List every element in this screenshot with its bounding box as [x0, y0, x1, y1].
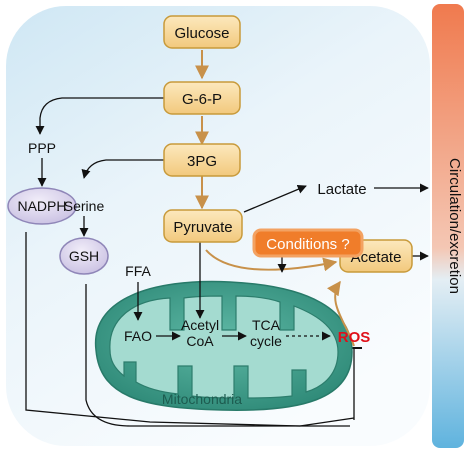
nadph-label: NADPH: [17, 198, 66, 214]
acetyl-label: Acetyl: [181, 317, 219, 333]
nadph-node: NADPH: [7, 187, 77, 225]
gsh-feedback-line: [85, 284, 350, 427]
conditions-label: Conditions ?: [266, 236, 349, 253]
ffa-label: FFA: [125, 263, 151, 279]
pyruvate-node: Pyruvate: [163, 209, 243, 243]
arrow-pyruvate-lactate: [243, 184, 307, 213]
arrow-g6p-ppp: [35, 97, 164, 135]
acetate-label: Acetate: [351, 249, 402, 266]
gsh-label: GSH: [69, 248, 99, 264]
conditions-node: Conditions ?: [252, 228, 364, 258]
ros-label: ROS: [338, 329, 371, 346]
arrow-3pg-serine: [81, 159, 164, 179]
g6p-node: G-6-P: [163, 81, 241, 115]
mitochondria-label: Mitochondria: [162, 391, 242, 407]
circulation-label: Circulation/excretion: [446, 158, 463, 294]
glucose-node: Glucose: [163, 15, 241, 49]
circulation-bar: [432, 4, 464, 448]
pyruvate-label: Pyruvate: [173, 219, 232, 236]
cycle-label: cycle: [250, 333, 282, 349]
coa-label: CoA: [186, 333, 214, 349]
arrow-ros-acetate: [327, 280, 355, 347]
ppp-label: PPP: [28, 140, 56, 156]
arrow-pyruvate-acetate: [205, 249, 338, 272]
mitochondrion: Mitochondria: [94, 280, 353, 411]
nadph-feedback-line: [25, 232, 355, 427]
3pg-label: 3PG: [187, 153, 217, 170]
3pg-node: 3PG: [163, 143, 241, 177]
lactate-label: Lactate: [317, 181, 366, 198]
g6p-label: G-6-P: [182, 91, 222, 108]
fao-label: FAO: [124, 328, 152, 344]
serine-label: Serine: [64, 198, 105, 214]
glucose-label: Glucose: [174, 25, 229, 42]
gsh-node: GSH: [59, 237, 109, 275]
tca-label: TCA: [252, 317, 281, 333]
